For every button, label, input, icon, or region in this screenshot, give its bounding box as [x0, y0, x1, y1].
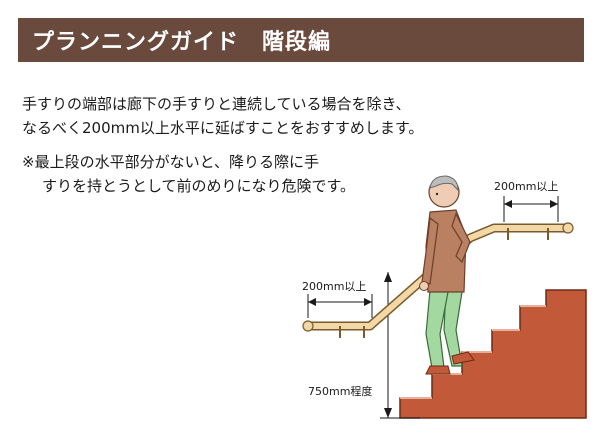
- height-dimension-label: 750mm程度: [308, 384, 372, 398]
- handrail: [302, 222, 574, 338]
- bottom-width-dimension: 200mm以上: [302, 280, 373, 318]
- bottom-width-label: 200mm以上: [302, 280, 366, 293]
- height-dimension: 750mm程度: [308, 272, 420, 419]
- warning-note-line-2: すりを持とうとして前のめりになり危険です。: [42, 177, 356, 195]
- elderly-person: [419, 175, 475, 375]
- guidance-text-line-2: なるべく200mm以上水平に延ばすことをおすすめします。: [22, 119, 424, 137]
- page-title: プランニングガイド 階段編: [32, 30, 332, 55]
- top-width-label: 200mm以上: [494, 180, 558, 193]
- title-banner: プランニングガイド 階段編: [18, 18, 584, 62]
- guidance-text-line-1: 手すりの端部は廊下の手すりと連続している場合を除き、: [22, 95, 411, 113]
- top-width-dimension: 200mm以上: [494, 180, 559, 222]
- warning-note-line-1: ※最上段の水平部分がないと、降りる際に手: [22, 153, 319, 171]
